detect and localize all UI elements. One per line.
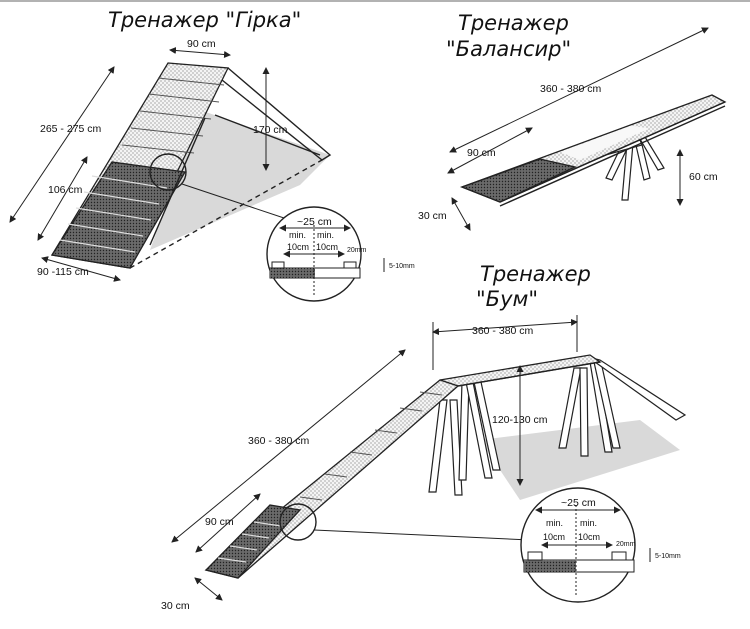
slat-detail-a-slat-left: [271, 261, 285, 269]
dogwalk-title-line2: "Бум": [476, 287, 538, 311]
a-frame-dim-base-label: 90 -115 cm: [37, 266, 89, 278]
a-frame-detail-circle: [149, 153, 187, 191]
slat-detail-a-slat-right: [343, 261, 357, 269]
slat-detail-b-slat-left: [527, 551, 543, 561]
dogwalk-dim-end-label: 30 cm: [161, 600, 190, 612]
dogwalk-dim-contact-label: 90 cm: [205, 516, 234, 528]
slat-detail-b-val-left: 10cm: [543, 532, 565, 542]
a-frame-dim-height-label: 170 cm: [253, 124, 288, 136]
a-frame-dim-contact: [37, 156, 88, 241]
dogwalk-dim-length-label: 360 - 380 cm: [248, 435, 310, 447]
slat-detail-b: ~25 cm min. 10cm min. 10cm 20mm 5-10mm: [520, 487, 681, 603]
slat-detail-a-height: 5-10mm: [389, 263, 415, 270]
dogwalk-trestle-right: [558, 361, 621, 457]
slat-detail-a-min-left: min.: [289, 230, 306, 240]
slat-detail-b-width: 20mm: [616, 541, 636, 548]
seesaw-dim-end-label: 30 cm: [418, 210, 447, 222]
a-frame-dim-length-label: 265 - 275 cm: [40, 123, 102, 135]
slat-detail-b-min-left: min.: [546, 518, 563, 528]
seesaw-board-edge: [499, 101, 726, 203]
dogwalk-detail-leader: [313, 529, 531, 541]
seesaw-title-line1: Тренажер: [458, 11, 569, 35]
seesaw-dim-contact: [447, 127, 533, 174]
dogwalk-shadow: [480, 420, 680, 500]
dogwalk-dim-end: [194, 577, 223, 601]
slat-detail-a-val-right: 10cm: [316, 242, 338, 252]
a-frame-dim-top: [169, 47, 231, 58]
a-frame-detail-leader: [181, 183, 291, 221]
slat-detail-a-board-shaded: [270, 268, 315, 278]
dogwalk-top-plank-edge: [457, 361, 601, 387]
seesaw-board-thickness: [499, 105, 726, 207]
dogwalk-dim-contact: [195, 493, 261, 553]
slat-detail-b-spacing: ~25 cm: [561, 497, 596, 509]
slat-detail-b-height: 5-10mm: [655, 553, 681, 560]
slat-detail-b-min-right: min.: [580, 518, 597, 528]
seesaw-dim-height-label: 60 cm: [689, 171, 718, 183]
seesaw-group: Тренажер "Балансир" 360 - 380 cm 90 cm 6…: [418, 11, 727, 231]
seesaw-dim-contact-label: 90 cm: [467, 147, 496, 159]
slat-detail-a: ~25 cm min. 10cm min. 10cm 20mm 5-10mm: [266, 206, 415, 302]
dogwalk-group: Тренажер "Бум": [161, 262, 687, 612]
slat-detail-b-slat-right: [611, 551, 627, 561]
seesaw-dim-length-label: 360 - 380 cm: [540, 83, 602, 95]
slat-detail-a-val-left: 10cm: [287, 242, 309, 252]
seesaw-dim-end: [451, 197, 471, 231]
a-frame-ground-line: [129, 159, 323, 269]
slat-detail-a-width: 20mm: [347, 247, 367, 254]
a-frame-shadow: [150, 110, 330, 250]
slat-detail-a-spacing: ~25 cm: [297, 216, 332, 228]
a-frame-dim-base: [41, 256, 121, 282]
slat-detail-b-board-shaded: [524, 560, 576, 572]
dogwalk-dim-height-label: 120-130 cm: [492, 414, 548, 426]
a-frame-upper-slats: [121, 77, 225, 154]
seesaw-title-line2: "Балансир": [446, 37, 571, 61]
a-frame-brace-2: [149, 117, 206, 246]
dogwalk-trestle-left: [428, 381, 501, 496]
dogwalk-dim-top-label: 360 - 380 cm: [472, 325, 534, 337]
slat-detail-a-min-right: min.: [317, 230, 334, 240]
a-frame-dim-top-label: 90 cm: [187, 38, 216, 50]
slat-detail-b-val-right: 10cm: [578, 532, 600, 542]
a-frame-group: Тренажер "Гірка" 90 cm: [9, 8, 332, 282]
a-frame-title: Тренажер "Гірка": [108, 8, 301, 32]
a-frame-back-panel: [221, 67, 332, 161]
a-frame-dim-length: [9, 66, 115, 223]
a-frame-dim-contact-label: 106 cm: [48, 184, 83, 196]
dogwalk-title-line1: Тренажер: [480, 262, 591, 286]
dogwalk-dim-top: [432, 318, 578, 336]
